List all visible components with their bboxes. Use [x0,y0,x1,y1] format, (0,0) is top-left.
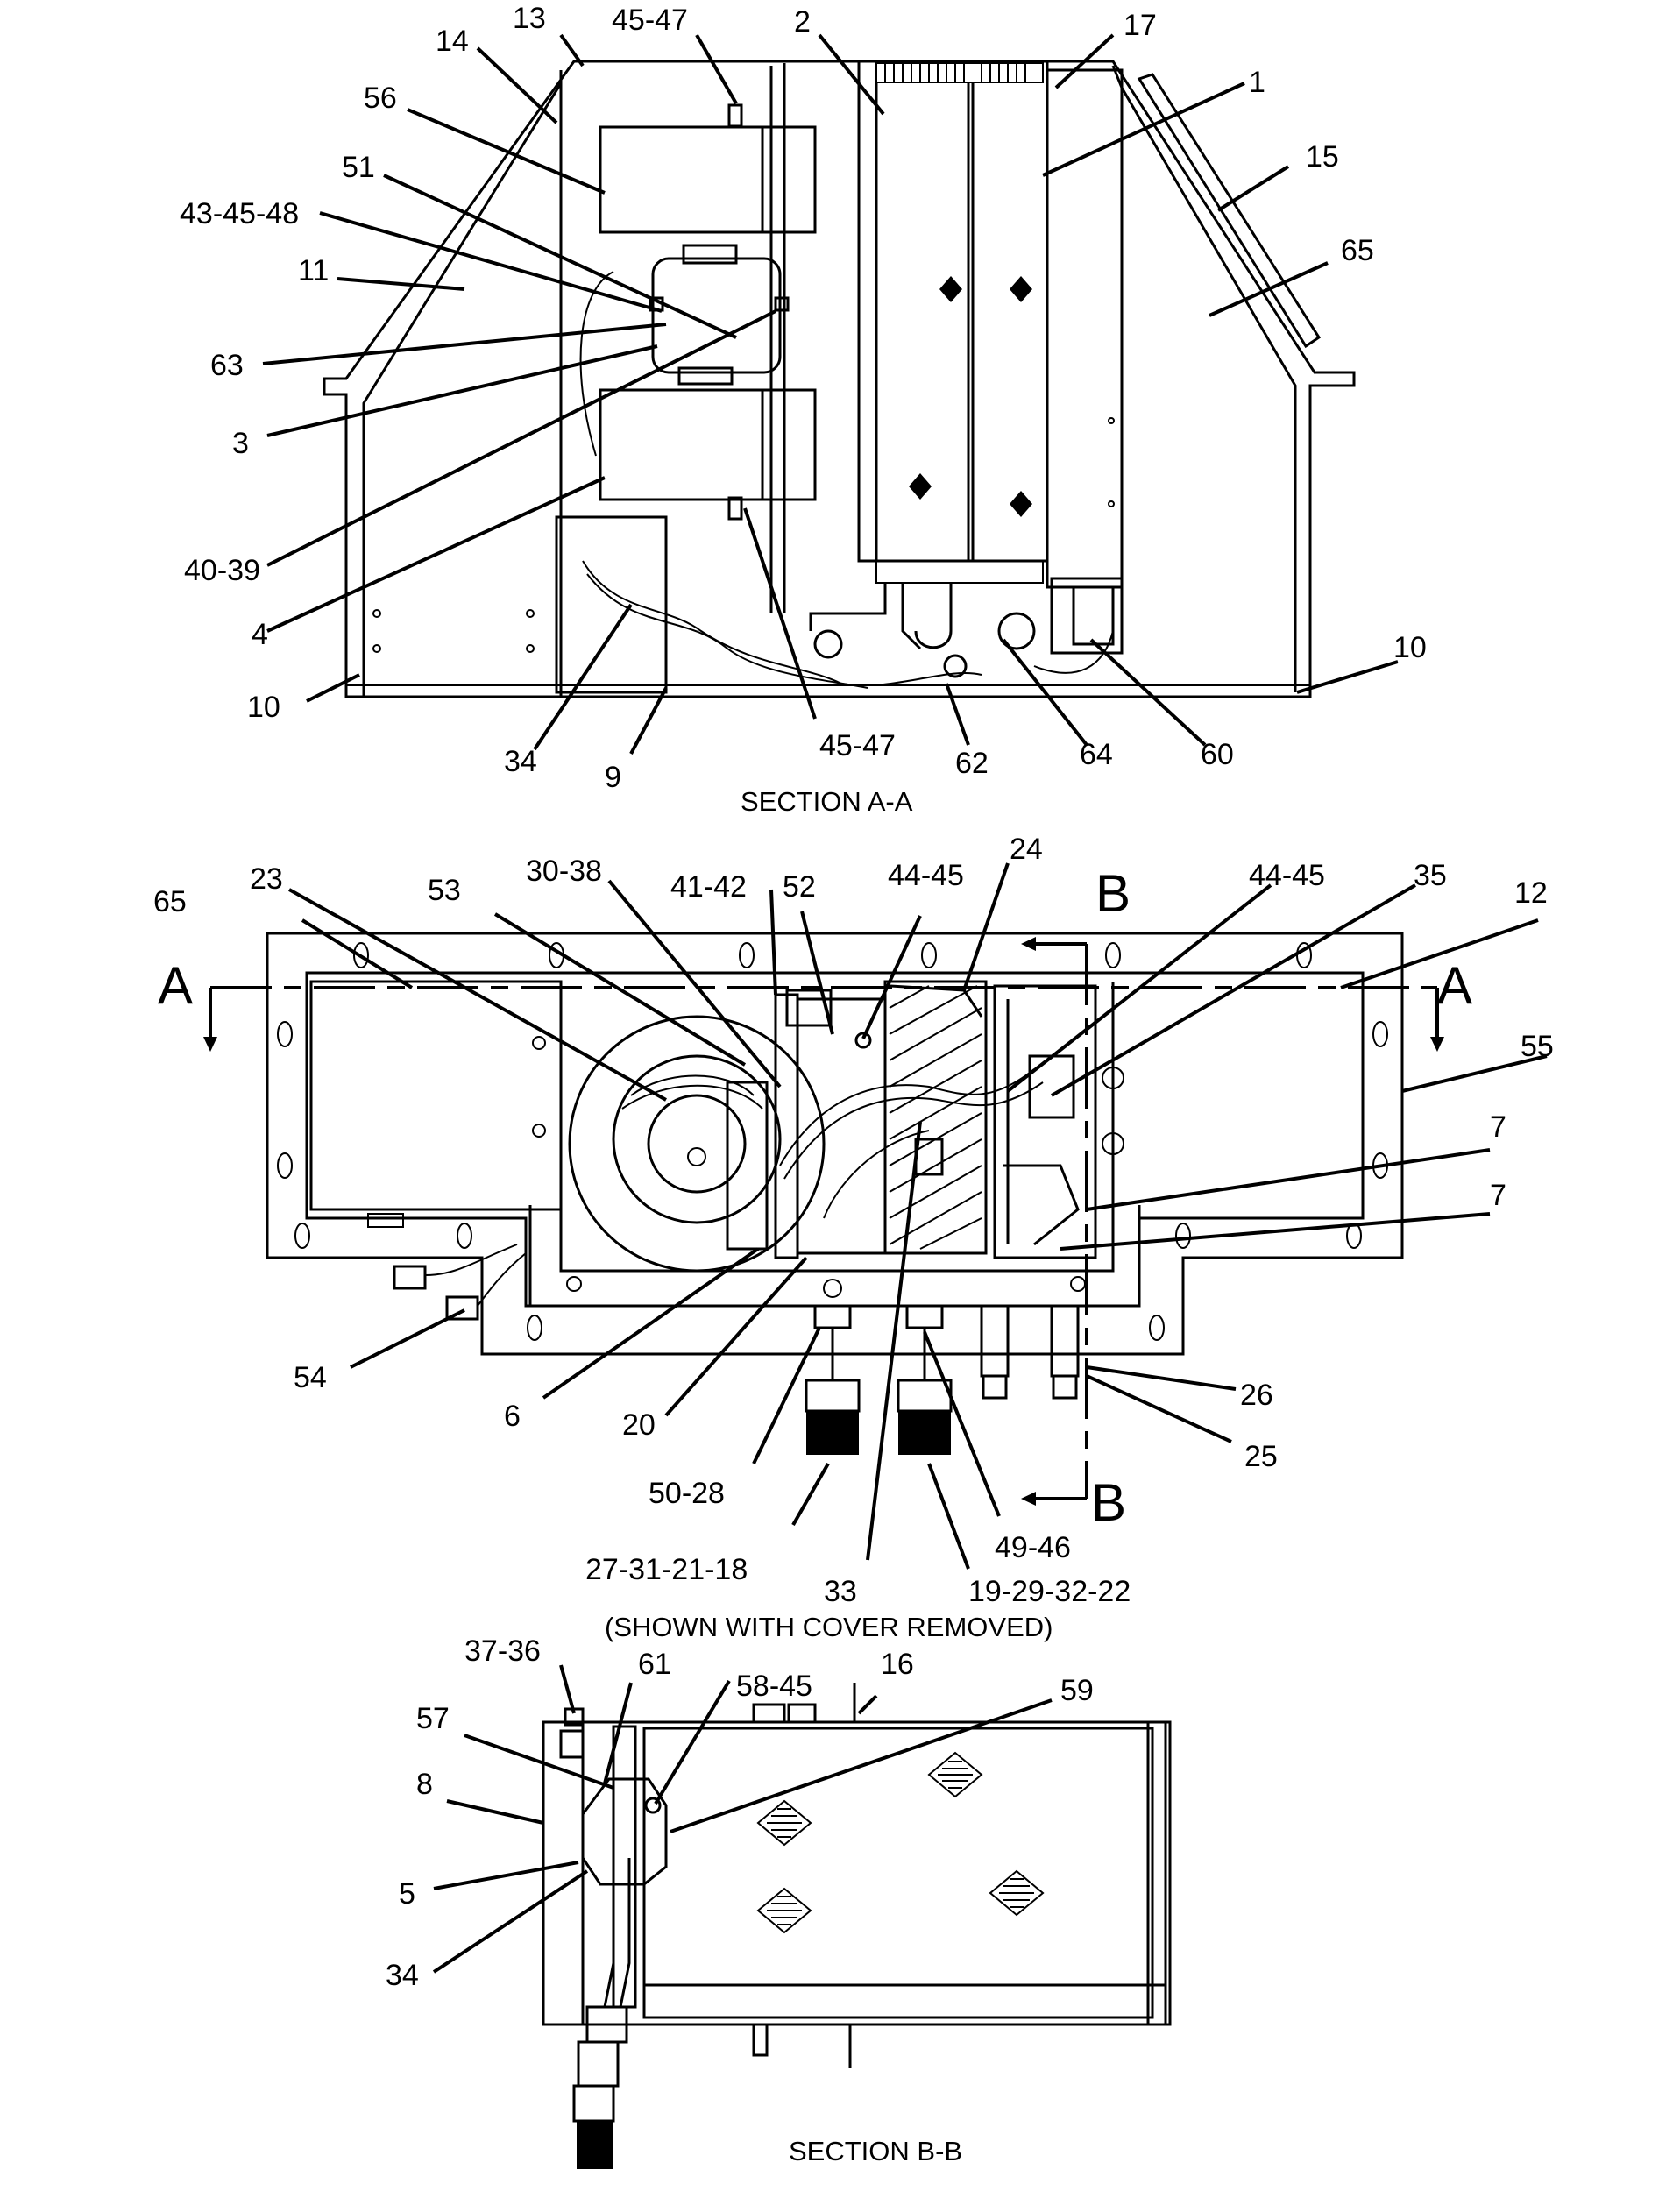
callout-44-45-a: 44-45 [888,859,964,892]
callout-19-29-32-22: 19-29-32-22 [968,1575,1131,1608]
callout-17: 17 [1124,9,1157,42]
section-a-a-labels: 13 45-47 2 17 14 1 56 15 51 43-45-48 65 … [180,2,1427,817]
callout-56: 56 [364,82,397,115]
callout-58-45: 58-45 [736,1670,812,1703]
callout-5: 5 [399,1877,415,1911]
callout-14: 14 [436,25,469,58]
callout-37-36: 37-36 [464,1634,541,1668]
callout-16: 16 [881,1648,914,1681]
section-marker-b-top: B [1095,864,1131,923]
callout-13: 13 [513,2,546,35]
callout-1: 1 [1249,66,1265,99]
callout-7-lower: 7 [1490,1179,1506,1212]
callout-64: 64 [1080,738,1113,771]
section-b-b-labels: 37-36 61 58-45 16 57 59 8 5 34 SECTION B… [386,1634,1094,2166]
section-a-a-drawing [323,60,1356,698]
callout-65: 65 [1341,234,1374,267]
callout-65-plan: 65 [153,885,187,918]
callout-57: 57 [416,1702,450,1735]
callout-26: 26 [1240,1379,1273,1412]
callout-10-right: 10 [1393,631,1427,664]
callout-15: 15 [1306,140,1339,174]
callout-61: 61 [638,1648,671,1681]
callout-7-upper: 7 [1490,1110,1506,1144]
callout-10-left: 10 [247,691,280,724]
section-a-a-leaders [262,33,1399,755]
callout-30-38: 30-38 [526,854,602,888]
callout-43-45-48: 43-45-48 [180,197,299,230]
callout-8: 8 [416,1768,433,1801]
callout-50-28: 50-28 [649,1477,725,1510]
callout-59: 59 [1060,1674,1094,1707]
callout-45-47-lower: 45-47 [819,729,896,762]
callout-52: 52 [783,870,816,904]
plan-view-leaders [288,862,1548,1570]
callout-6: 6 [504,1400,521,1433]
callout-3: 3 [232,427,249,460]
callout-12: 12 [1514,876,1548,910]
callout-33: 33 [824,1575,857,1608]
plan-view-labels: 24 23 30-38 41-42 52 44-45 44-45 35 65 5… [153,833,1554,1642]
callout-25: 25 [1244,1440,1278,1473]
section-a-a-caption: SECTION A-A [741,786,913,817]
cover-removed-note: (SHOWN WITH COVER REMOVED) [605,1612,1053,1642]
callout-40-39: 40-39 [184,554,260,587]
callout-55: 55 [1521,1030,1554,1063]
callout-54: 54 [294,1361,327,1394]
callout-63: 63 [210,349,244,382]
callout-2: 2 [794,5,811,39]
callout-4: 4 [252,618,268,651]
callout-35: 35 [1414,859,1447,892]
callout-60: 60 [1201,738,1234,771]
callout-34-side: 34 [386,1959,419,1992]
section-marker-b-bottom: B [1091,1473,1126,1532]
callout-51: 51 [342,151,375,184]
callout-53: 53 [428,874,461,907]
callout-49-46: 49-46 [995,1531,1071,1564]
callout-45-47: 45-47 [612,4,688,37]
callout-34: 34 [504,745,537,778]
callout-62: 62 [955,747,989,780]
callout-23: 23 [250,862,283,896]
section-marker-a-right: A [1437,956,1472,1015]
plan-view-drawing [203,932,1444,1506]
section-b-b-drawing [542,1683,1172,2169]
callout-20: 20 [622,1408,656,1442]
callout-11: 11 [298,254,329,287]
section-marker-a-left: A [158,956,193,1015]
section-b-b-caption: SECTION B-B [789,2136,962,2166]
callout-27-31-21-18: 27-31-21-18 [585,1553,748,1586]
callout-9: 9 [605,761,621,794]
section-b-b-leaders [432,1664,1053,1974]
callout-41-42: 41-42 [670,870,747,904]
callout-24: 24 [1010,833,1043,866]
callout-44-45-b: 44-45 [1249,859,1325,892]
